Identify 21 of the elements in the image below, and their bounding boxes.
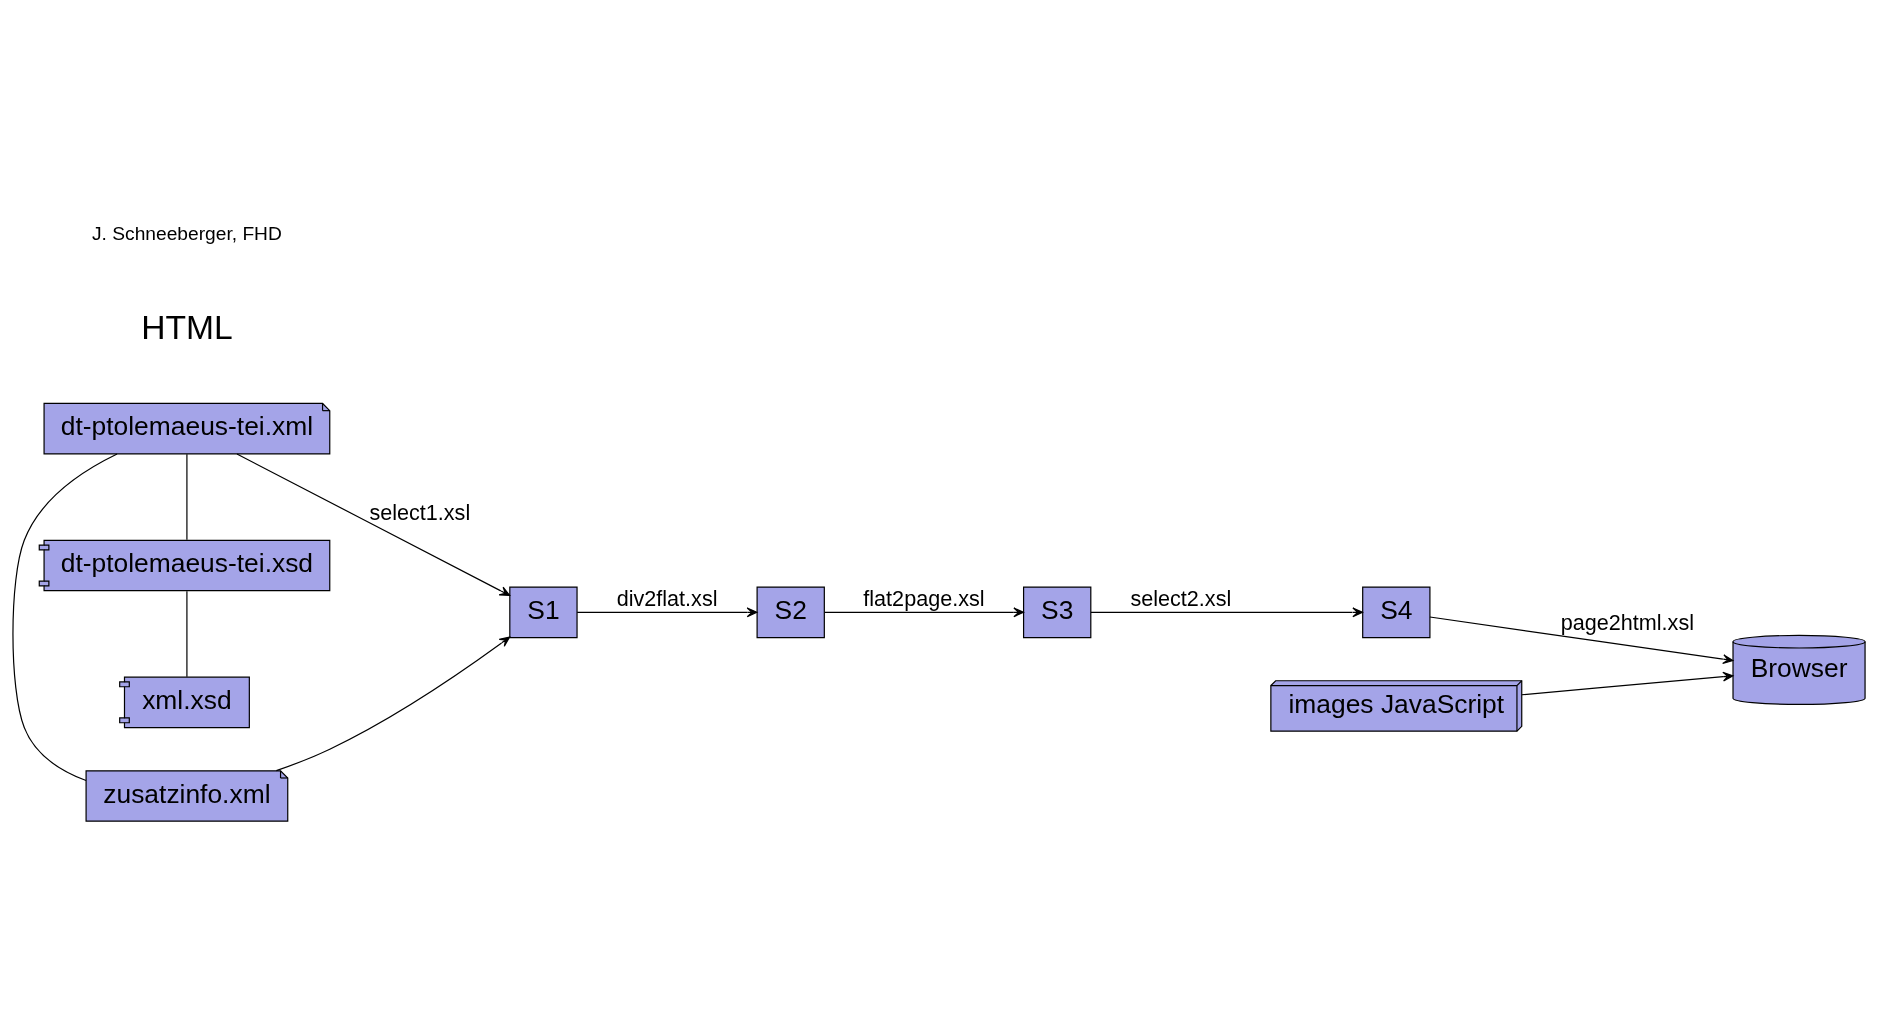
edge-label: div2flat.xsl <box>616 585 718 611</box>
arrow <box>236 452 511 596</box>
edge-label: select1.xsl <box>369 499 471 525</box>
label: HTML <box>141 308 233 346</box>
arrow <box>824 606 1025 617</box>
connector <box>12 452 118 781</box>
label: J. Schneeberger, FHD <box>91 222 282 244</box>
arrow <box>275 636 511 771</box>
connector <box>186 590 188 677</box>
connector <box>186 453 188 540</box>
edge-label: select2.xsl <box>1130 585 1232 611</box>
node-box: S1 <box>509 586 578 638</box>
node-box: S2 <box>756 586 825 638</box>
node-box: S3 <box>1023 586 1092 638</box>
arrow <box>1521 671 1734 695</box>
node-box: S4 <box>1362 586 1431 638</box>
edge-label: page2html.xsl <box>1560 609 1694 635</box>
edge-label: flat2page.xsl <box>863 585 985 611</box>
arrow <box>576 606 758 617</box>
arrow <box>1090 606 1364 617</box>
arrow <box>1429 615 1734 664</box>
